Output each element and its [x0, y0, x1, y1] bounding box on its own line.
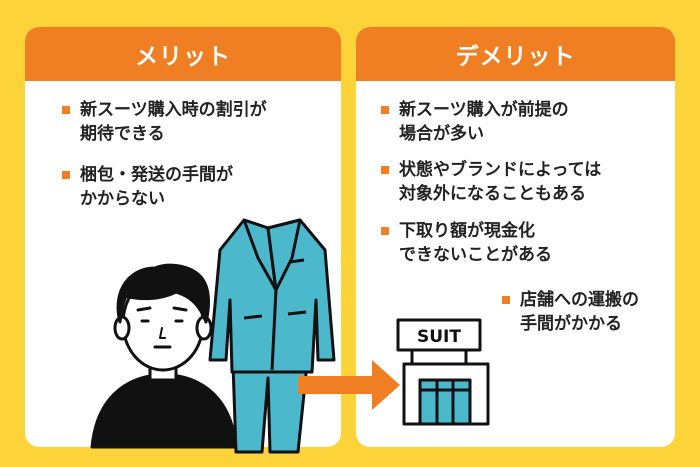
bullet-marker [381, 166, 389, 174]
bullet-marker [381, 106, 389, 114]
arrow-icon [298, 360, 400, 410]
person-illustration [90, 263, 238, 449]
merit-item: 新スーツ購入時の割引が 期待できる [62, 98, 267, 146]
bullet-marker [502, 296, 510, 304]
demerit-item: 状態やブランドによっては 対象外になることもある [381, 158, 601, 206]
demerit-title: デメリット [356, 27, 675, 81]
bullet-marker [62, 106, 70, 114]
bullet-marker [62, 171, 70, 179]
demerit-item: 下取り額が現金化 できないことがある [381, 219, 552, 267]
demerit-item: 新スーツ購入が前提の 場合が多い [381, 98, 569, 146]
merit-title: メリット [25, 27, 341, 81]
merit-item: 梱包・発送の手間が かからない [62, 163, 233, 211]
store-illustration [396, 318, 490, 426]
store-sign-text: SUIT [417, 327, 461, 347]
bullet-marker [381, 227, 389, 235]
suit-illustration [208, 218, 336, 454]
demerit-item: 店舗への運搬の 手間がかかる [502, 288, 639, 336]
